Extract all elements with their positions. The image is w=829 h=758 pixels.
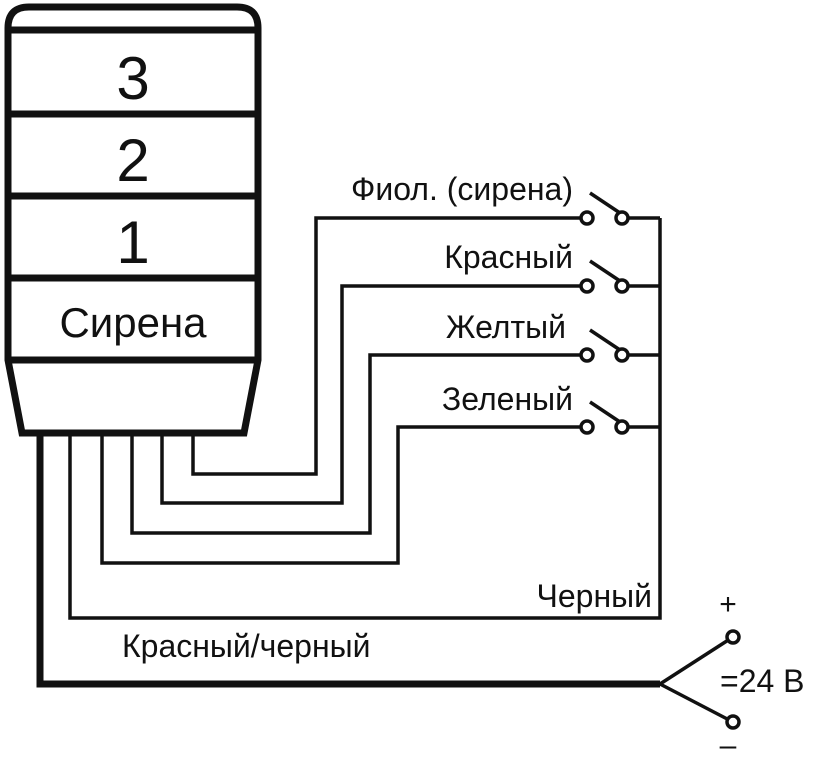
power-wire-label: Красный/черный xyxy=(122,628,370,664)
switch-lever xyxy=(589,191,621,215)
supply-plus-label: + xyxy=(719,588,737,621)
wire-black-common xyxy=(68,218,662,620)
switch-label-green: Зеленый xyxy=(442,381,573,417)
supply-minus-label: – xyxy=(720,729,737,758)
wire-red-black-power xyxy=(36,436,660,688)
wire-red xyxy=(160,284,584,505)
tier-3-label: 3 xyxy=(116,45,149,112)
wire-yellow xyxy=(130,353,584,535)
wires xyxy=(36,216,734,724)
wire-violet xyxy=(191,216,584,476)
switch-terminal xyxy=(579,419,595,435)
switch-terminal xyxy=(579,347,595,363)
supply-terminal-plus xyxy=(725,629,741,645)
switch-label-violet: Фиол. (сирена) xyxy=(351,171,573,207)
switch-terminal xyxy=(614,210,630,226)
supply-terminal-minus xyxy=(725,714,741,730)
switch-yellow xyxy=(579,328,630,363)
switch-terminal xyxy=(579,210,595,226)
switch-terminal xyxy=(579,278,595,294)
siren-tier-label: Сирена xyxy=(59,299,207,346)
supply-branch-minus xyxy=(659,682,734,724)
switch-violet xyxy=(579,191,630,226)
switch-lever xyxy=(589,400,621,424)
switch-terminal xyxy=(614,419,630,435)
switch-lever xyxy=(589,259,621,283)
signal-tower: 3 2 1 Сирена xyxy=(4,3,262,437)
switch-label-red: Красный xyxy=(444,239,573,275)
tier-1-label: 1 xyxy=(116,209,149,276)
switch-terminal xyxy=(614,347,630,363)
switch-label-yellow: Желтый xyxy=(446,309,566,345)
supply-voltage-label: =24 В xyxy=(720,663,805,699)
wire-green xyxy=(100,425,584,565)
switch-lever xyxy=(589,328,621,352)
supply-branch-plus xyxy=(659,635,734,686)
tier-2-label: 2 xyxy=(116,127,149,194)
common-wire-label: Черный xyxy=(537,578,652,614)
switch-green xyxy=(579,400,630,435)
switch-terminal xyxy=(614,278,630,294)
switch-red xyxy=(579,259,630,294)
